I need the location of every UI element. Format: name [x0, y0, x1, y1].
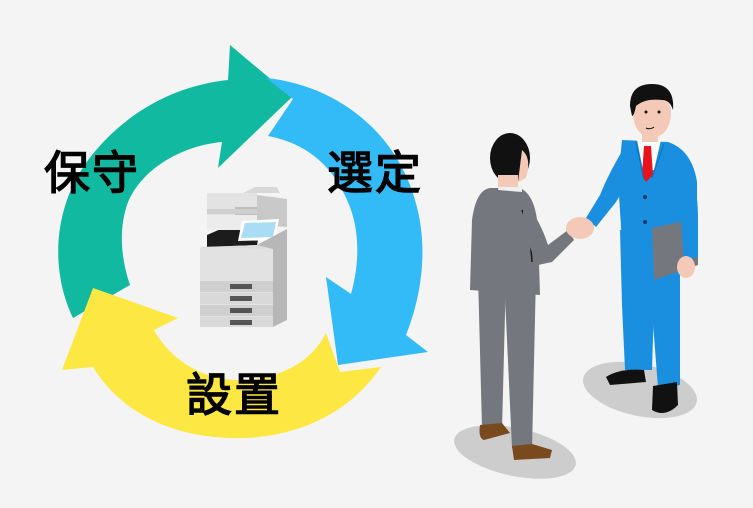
stage-label-maintenance: 保守 [44, 146, 140, 200]
copier-icon [200, 187, 287, 327]
stage-label-installation: 設置 [186, 368, 282, 422]
teal-arrow-icon [58, 45, 292, 318]
handshake-illustration [454, 84, 698, 479]
blue-suit-man-icon [586, 84, 698, 414]
yellow-arrow-icon [62, 288, 381, 439]
stage-label-selection: 選定 [327, 146, 423, 200]
blue-arrow-icon [266, 78, 428, 365]
gray-suit-man-icon [470, 133, 594, 460]
